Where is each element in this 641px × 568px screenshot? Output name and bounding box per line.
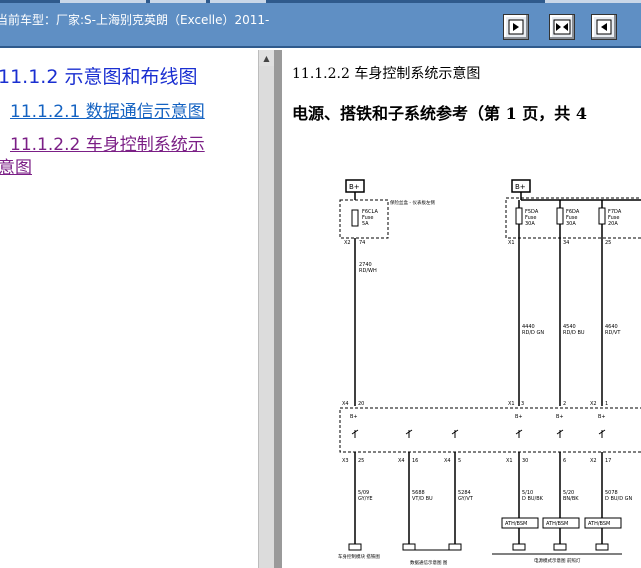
module-bottom-pin-4-connector: X1 [506, 458, 513, 464]
right-fuse-1-name: F5DA [525, 209, 539, 215]
right-fuse-2-type: Fuse [566, 215, 577, 221]
module-top-pin-4-label: B+ [598, 414, 606, 420]
left-fuse-symbol [351, 209, 359, 227]
right-fuse-1-rating: 30A [525, 221, 535, 227]
left-bplus-label: B+ [349, 183, 360, 191]
module-bottom-pin-4-circuit: 5/10 [522, 490, 533, 496]
toc-link-body-control-cont[interactable]: 意图 [0, 158, 32, 178]
title-bar-strip [0, 0, 641, 3]
module-bottom-pin-6-circuit: 5078 [605, 490, 618, 496]
left-wire-connector: X2 [344, 240, 351, 246]
toc-heading: 11.1.2 示意图和布线图 [0, 66, 198, 88]
right-bplus-label: B+ [515, 183, 526, 191]
fit-page-button[interactable] [549, 14, 575, 40]
right-wire-2-color: RD/D BU [563, 330, 585, 336]
left-fuse-box [339, 199, 389, 239]
document-title: 11.1.2.2 车身控制系统示意图 [292, 66, 481, 82]
bottom-label-1: 车身控制模块 搭铁图 [338, 553, 380, 560]
right-wire-3-pin: 25 [605, 240, 611, 246]
left-fuse-name: F6CLA [362, 209, 378, 215]
module-top-pin-1-label: B+ [350, 414, 358, 420]
module-bottom-pin-5-pin: 6 [563, 458, 566, 464]
right-fuse-1-symbol [515, 207, 523, 225]
document-subtitle: 电源、搭铁和子系统参考（第 1 页，共 4 [292, 104, 587, 123]
right-fuse-1-type: Fuse [525, 215, 536, 221]
module-bottom-pin-1-color: GY/YE [358, 496, 373, 502]
right-wire-1-connector: X1 [508, 240, 515, 246]
wiring-diagram: B+ F6CLA Fuse 5A 保险丝盒 - 仪表板左侧 X2 74 2740… [338, 179, 641, 566]
module-bottom-pin-6-pin: 17 [605, 458, 611, 464]
module-bottom-pin-4-color: D BU/BK [522, 496, 544, 502]
module-bottom-pin-3-pin: 5 [458, 458, 461, 464]
bottom-label-2: 数据通信示意图 图 [410, 559, 448, 566]
module-bottom-pin-5-color: BN/BK [563, 496, 579, 502]
right-wire-2-circuit: 4540 [563, 324, 576, 330]
right-fuse-3-symbol [598, 207, 606, 225]
module-top-pin-3-label: B+ [556, 414, 564, 420]
scroll-up-arrow-icon[interactable]: ▲ [259, 50, 274, 66]
bottom-label-3: 电源模式示意图 前照灯 [534, 557, 581, 564]
left-fuse-rating: 5A [362, 221, 369, 227]
arrow-in-icon [508, 19, 524, 35]
right-fuse-2-symbol [556, 207, 564, 225]
module-bottom-pin-2-pin: 16 [412, 458, 418, 464]
ground-block-1-label: ATH/BSM [505, 521, 527, 527]
right-wire-1-color: RD/D GN [522, 330, 544, 336]
module-top-pin-3-pin: 2 [563, 401, 566, 407]
module-bottom-pin-6-color: D BU/D GN [605, 496, 633, 502]
prev-page-button[interactable] [503, 14, 529, 40]
toc-scrollbar[interactable]: ▲ [258, 50, 274, 568]
module-top-pin-1-connector: X4 [342, 401, 349, 407]
module-bottom-pin-3-connector: X4 [444, 458, 451, 464]
vehicle-model-title: 当前车型：厂家:S-上海别克英朗（Excelle）2011- [0, 13, 270, 27]
left-wire-circuit: 2740 [359, 262, 372, 268]
module-bottom-pin-2-connector: X4 [398, 458, 405, 464]
right-wire-1-circuit: 4440 [522, 324, 535, 330]
right-wire-2-pin: 34 [563, 240, 569, 246]
left-wire-color: RD/WH [359, 268, 377, 274]
right-fuse-2-name: F6DA [566, 209, 580, 215]
toc-pane: 11.1.2 示意图和布线图 11.1.2.1 数据通信示意图 11.1.2.2… [0, 50, 258, 568]
right-fuse-3-rating: 20A [608, 221, 618, 227]
ground-block-2 [542, 517, 580, 529]
ground-block-1 [501, 517, 539, 529]
double-arrow-icon [553, 19, 571, 35]
title-bar: 当前车型：厂家:S-上海别克英朗（Excelle）2011- [0, 0, 641, 48]
module-top-pin-4-connector: X2 [590, 401, 597, 407]
toc-link-data-communication[interactable]: 11.1.2.1 数据通信示意图 [10, 102, 205, 122]
next-page-button[interactable] [591, 14, 617, 40]
module-bottom-pin-2-color: VT/D BU [412, 496, 433, 502]
module-bottom-pin-3-color: GY/VT [458, 496, 474, 502]
left-fuse-box-label: 保险丝盒 - 仪表板左侧 [390, 199, 435, 206]
module-bottom-pin-6-connector: X2 [590, 458, 597, 464]
left-wire-pin: 74 [359, 240, 365, 246]
module-bottom-pin-5-circuit: 5/20 [563, 490, 574, 496]
ground-block-2-label: ATH/BSM [546, 521, 568, 527]
module-bottom-pin-1-connector: X3 [342, 458, 349, 464]
module-top-pin-4-pin: 1 [605, 401, 608, 407]
right-fuse-box [505, 197, 641, 239]
right-wire-3-circuit: 4640 [605, 324, 618, 330]
module-bottom-pin-3-circuit: 5284 [458, 490, 471, 496]
left-fuse-type: Fuse [362, 215, 373, 221]
module-top-pin-1-pin: 20 [358, 401, 364, 407]
module-bottom-pin-2-circuit: 5688 [412, 490, 425, 496]
ground-block-3-label: ATH/BSM [588, 521, 610, 527]
arrow-out-icon [596, 19, 612, 35]
right-wire-3-color: RD/VT [605, 330, 621, 336]
ground-block-3 [584, 517, 622, 529]
document-pane: 11.1.2.2 车身控制系统示意图 电源、搭铁和子系统参考（第 1 页，共 4… [282, 50, 641, 568]
module-top-pin-2-pin: 3 [521, 401, 524, 407]
module-bottom-pin-1-circuit: 5/09 [358, 490, 369, 496]
right-fuse-3-type: Fuse [608, 215, 619, 221]
body-control-module-box [339, 407, 641, 453]
pane-splitter[interactable] [274, 50, 282, 568]
module-bottom-pin-1-pin: 25 [358, 458, 364, 464]
module-top-pin-2-connector: X1 [508, 401, 515, 407]
right-fuse-3-name: F7DA [608, 209, 622, 215]
module-bottom-pin-4-pin: 30 [522, 458, 528, 464]
module-top-pin-2-label: B+ [515, 414, 523, 420]
toc-link-body-control[interactable]: 11.1.2.2 车身控制系统示 [10, 135, 205, 155]
right-fuse-2-rating: 30A [566, 221, 576, 227]
